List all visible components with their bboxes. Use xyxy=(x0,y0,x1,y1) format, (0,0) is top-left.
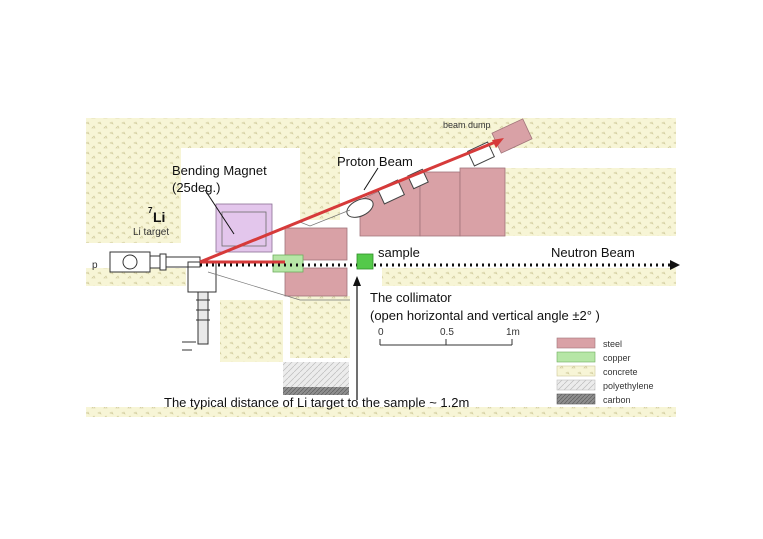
typical-distance-label: The typical distance of Li target to the… xyxy=(164,395,469,410)
scale-bar xyxy=(379,339,513,346)
beam-dump-label: beam dump xyxy=(443,120,491,130)
legend-label-steel: steel xyxy=(603,339,622,349)
steel-shielding xyxy=(284,118,533,297)
collimator-label: The collimator xyxy=(370,290,452,305)
bending-magnet-label: Bending Magnet xyxy=(172,163,267,178)
scale-tick-0: 0 xyxy=(378,327,384,338)
li-symbol: Li xyxy=(153,209,165,225)
legend-label-concrete: concrete xyxy=(603,367,638,377)
polyethylene-block xyxy=(283,362,349,387)
li-mass-number: 7 xyxy=(148,206,153,215)
legend-swatch-polyethylene xyxy=(556,379,596,391)
proton-beam-pointer xyxy=(363,167,379,191)
legend-swatch-copper xyxy=(556,351,596,363)
sample-label: sample xyxy=(378,245,420,260)
bending-magnet-pointer xyxy=(204,189,235,235)
proton-beamline-upper xyxy=(346,141,496,218)
bending-magnet-angle-label: (25deg.) xyxy=(172,180,220,195)
li-target-label: Li target xyxy=(133,227,169,238)
scale-tick-half: 0.5 xyxy=(440,327,454,338)
legend-swatch-concrete xyxy=(556,365,596,377)
sample-block xyxy=(356,253,374,270)
legend-label-carbon: carbon xyxy=(603,395,631,405)
neutron-beam-arrowhead xyxy=(670,260,680,270)
legend: steel copper concrete polyethylene carbo… xyxy=(556,337,654,405)
neutron-beam-label: Neutron Beam xyxy=(551,245,635,260)
collimator-angle-label: (open horizontal and vertical angle ±2° … xyxy=(370,308,600,323)
legend-swatch-carbon xyxy=(556,393,596,405)
proton-beamline-left xyxy=(109,251,217,351)
collimator-pointer-arrowhead xyxy=(353,276,361,286)
proton-beam-path xyxy=(199,138,504,264)
proton-beam-label: Proton Beam xyxy=(337,154,413,169)
legend-label-polyethylene: polyethylene xyxy=(603,381,654,391)
legend-swatch-steel xyxy=(556,337,596,349)
legend-label-copper: copper xyxy=(603,353,631,363)
scale-tick-1m: 1m xyxy=(506,327,520,338)
proton-input-label: p xyxy=(92,260,98,271)
carbon-block xyxy=(283,387,349,395)
